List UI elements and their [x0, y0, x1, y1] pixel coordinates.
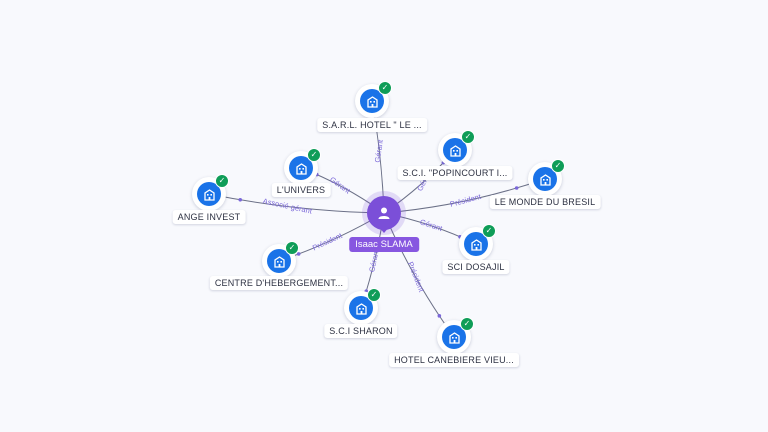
- check-icon: ✓: [215, 174, 229, 188]
- edge-label-centre-hebergement: Président: [311, 230, 344, 252]
- company-node-centre-hebergement[interactable]: ✓: [262, 241, 299, 278]
- company-label-sci-dosajil[interactable]: SCI DOSAJIL: [442, 260, 510, 274]
- company-node-hotel-canebiere[interactable]: ✓: [437, 317, 474, 354]
- edge-arrow-hotel-canebiere: [437, 314, 442, 318]
- person-node[interactable]: [367, 196, 401, 230]
- person-icon: [378, 207, 390, 219]
- check-icon: ✓: [461, 130, 475, 144]
- edge-label-sci-dosajil: Gérant: [419, 217, 444, 233]
- company-node-sci-sharon[interactable]: ✓: [344, 288, 381, 325]
- edge-ange-invest: [208, 193, 385, 214]
- check-icon: ✓: [378, 81, 392, 95]
- person-name-label[interactable]: Isaac SLAMA: [349, 237, 419, 252]
- company-label-centre-hebergement[interactable]: CENTRE D'HEBERGEMENT...: [209, 276, 349, 290]
- company-node-sci-popincourt[interactable]: ✓: [438, 130, 475, 167]
- company-node-le-monde-du-bresil[interactable]: ✓: [528, 159, 565, 196]
- check-icon: ✓: [482, 224, 496, 238]
- company-label-sarl-hotel-le[interactable]: S.A.R.L. HOTEL " LE ...: [317, 118, 427, 132]
- company-label-ange-invest[interactable]: ANGE INVEST: [172, 210, 246, 224]
- edge-arrow-le-monde-du-bresil: [514, 186, 519, 190]
- company-label-le-monde-du-bresil[interactable]: LE MONDE DU BRESIL: [489, 195, 601, 209]
- check-icon: ✓: [285, 241, 299, 255]
- company-node-l-univers[interactable]: ✓: [284, 148, 321, 185]
- company-label-hotel-canebiere[interactable]: HOTEL CANEBIERE VIEU...: [389, 353, 519, 367]
- check-icon: ✓: [307, 148, 321, 162]
- edge-arrow-centre-hebergement: [296, 252, 301, 256]
- company-node-sarl-hotel-le[interactable]: ✓: [355, 81, 392, 118]
- edge-label-l-univers: Gérant: [328, 175, 353, 196]
- check-icon: ✓: [367, 288, 381, 302]
- company-node-sci-dosajil[interactable]: ✓: [459, 224, 496, 261]
- company-label-l-univers[interactable]: L'UNIVERS: [271, 183, 331, 197]
- company-label-sci-sharon[interactable]: S.C.I SHARON: [324, 324, 398, 338]
- check-icon: ✓: [551, 159, 565, 173]
- edge-arrow-ange-invest: [238, 197, 243, 202]
- edge-le-monde-du-bresil: [383, 178, 546, 214]
- company-node-ange-invest[interactable]: ✓: [192, 174, 229, 211]
- check-icon: ✓: [460, 317, 474, 331]
- edge-label-sarl-hotel-le: Gérant: [373, 138, 385, 163]
- edge-label-ange-invest: Associé-gérant: [262, 196, 314, 215]
- edge-label-le-monde-du-bresil: Président: [449, 192, 483, 209]
- company-label-sci-popincourt[interactable]: S.C.I. "POPINCOURT I...: [397, 166, 513, 180]
- edge-label-hotel-canebiere: Président: [406, 260, 427, 294]
- person-node-pin: [378, 226, 390, 233]
